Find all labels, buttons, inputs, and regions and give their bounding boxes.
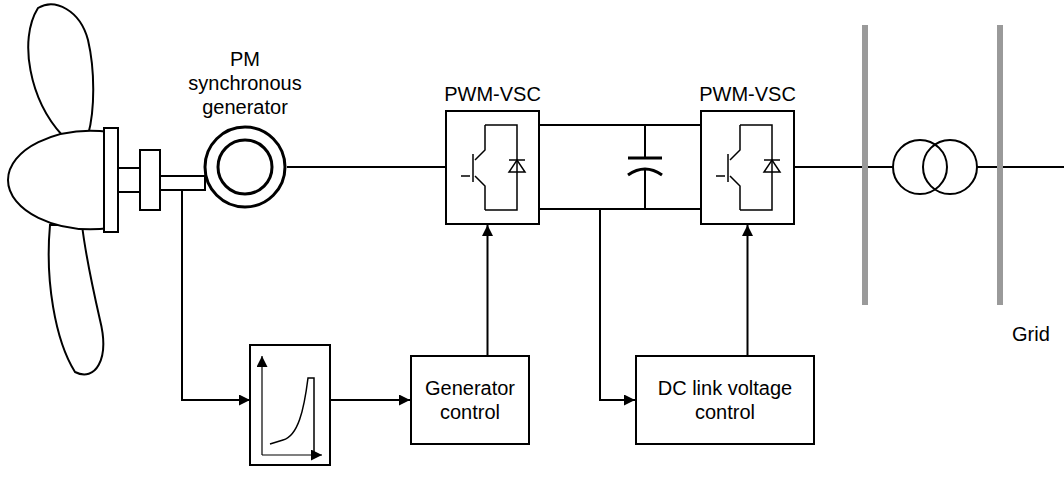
signal-arrow: [330, 399, 410, 401]
power-curve: [270, 378, 314, 452]
power-connection: [287, 166, 445, 168]
converter-box: PWM-VSC: [445, 110, 540, 225]
rotor-blade: [49, 225, 103, 374]
grid-line: [977, 166, 1064, 168]
dc-capacitor: [628, 125, 662, 209]
node-heading: PM synchronous generator: [188, 47, 301, 119]
node-heading: PWM-VSC: [699, 82, 796, 106]
busbar: [997, 25, 1003, 305]
power-connection: [540, 125, 700, 209]
node-text: Generator control: [425, 376, 515, 424]
node-text: DC link voltage control: [650, 376, 800, 424]
igbt-symbol: [716, 125, 780, 210]
rotor-hub: [8, 131, 110, 229]
rotor-ring: [218, 140, 272, 194]
signal-line: [182, 190, 250, 400]
control-box: DC link voltage control: [635, 355, 815, 445]
control-arrow: [747, 225, 749, 355]
control-arrow: [487, 225, 489, 355]
transformer-winding: [923, 140, 977, 194]
grid-line: [795, 166, 893, 168]
generator-shaft: [160, 176, 205, 190]
voltage-sense-line: [600, 209, 635, 400]
shaft-flange: [140, 150, 160, 210]
curve-axis: [261, 356, 262, 455]
curve-box: [250, 345, 330, 465]
wind-rotor: [8, 5, 205, 375]
curve-axis: [262, 454, 322, 455]
control-box: Generator control: [410, 355, 530, 445]
rotor-blade: [28, 5, 93, 135]
generator-outline: [203, 125, 287, 209]
hub-rim: [104, 128, 118, 232]
igbt-symbol: [461, 125, 525, 210]
busbar: [862, 25, 868, 305]
grid-label: Grid: [1012, 322, 1050, 346]
converter-box: PWM-VSC: [700, 110, 795, 225]
rotor-shaft: [118, 168, 140, 192]
stator-ring: [205, 127, 285, 207]
transformer-winding: [893, 140, 947, 194]
generator-circle: PM synchronous generator: [203, 125, 287, 209]
node-heading: PWM-VSC: [444, 82, 541, 106]
